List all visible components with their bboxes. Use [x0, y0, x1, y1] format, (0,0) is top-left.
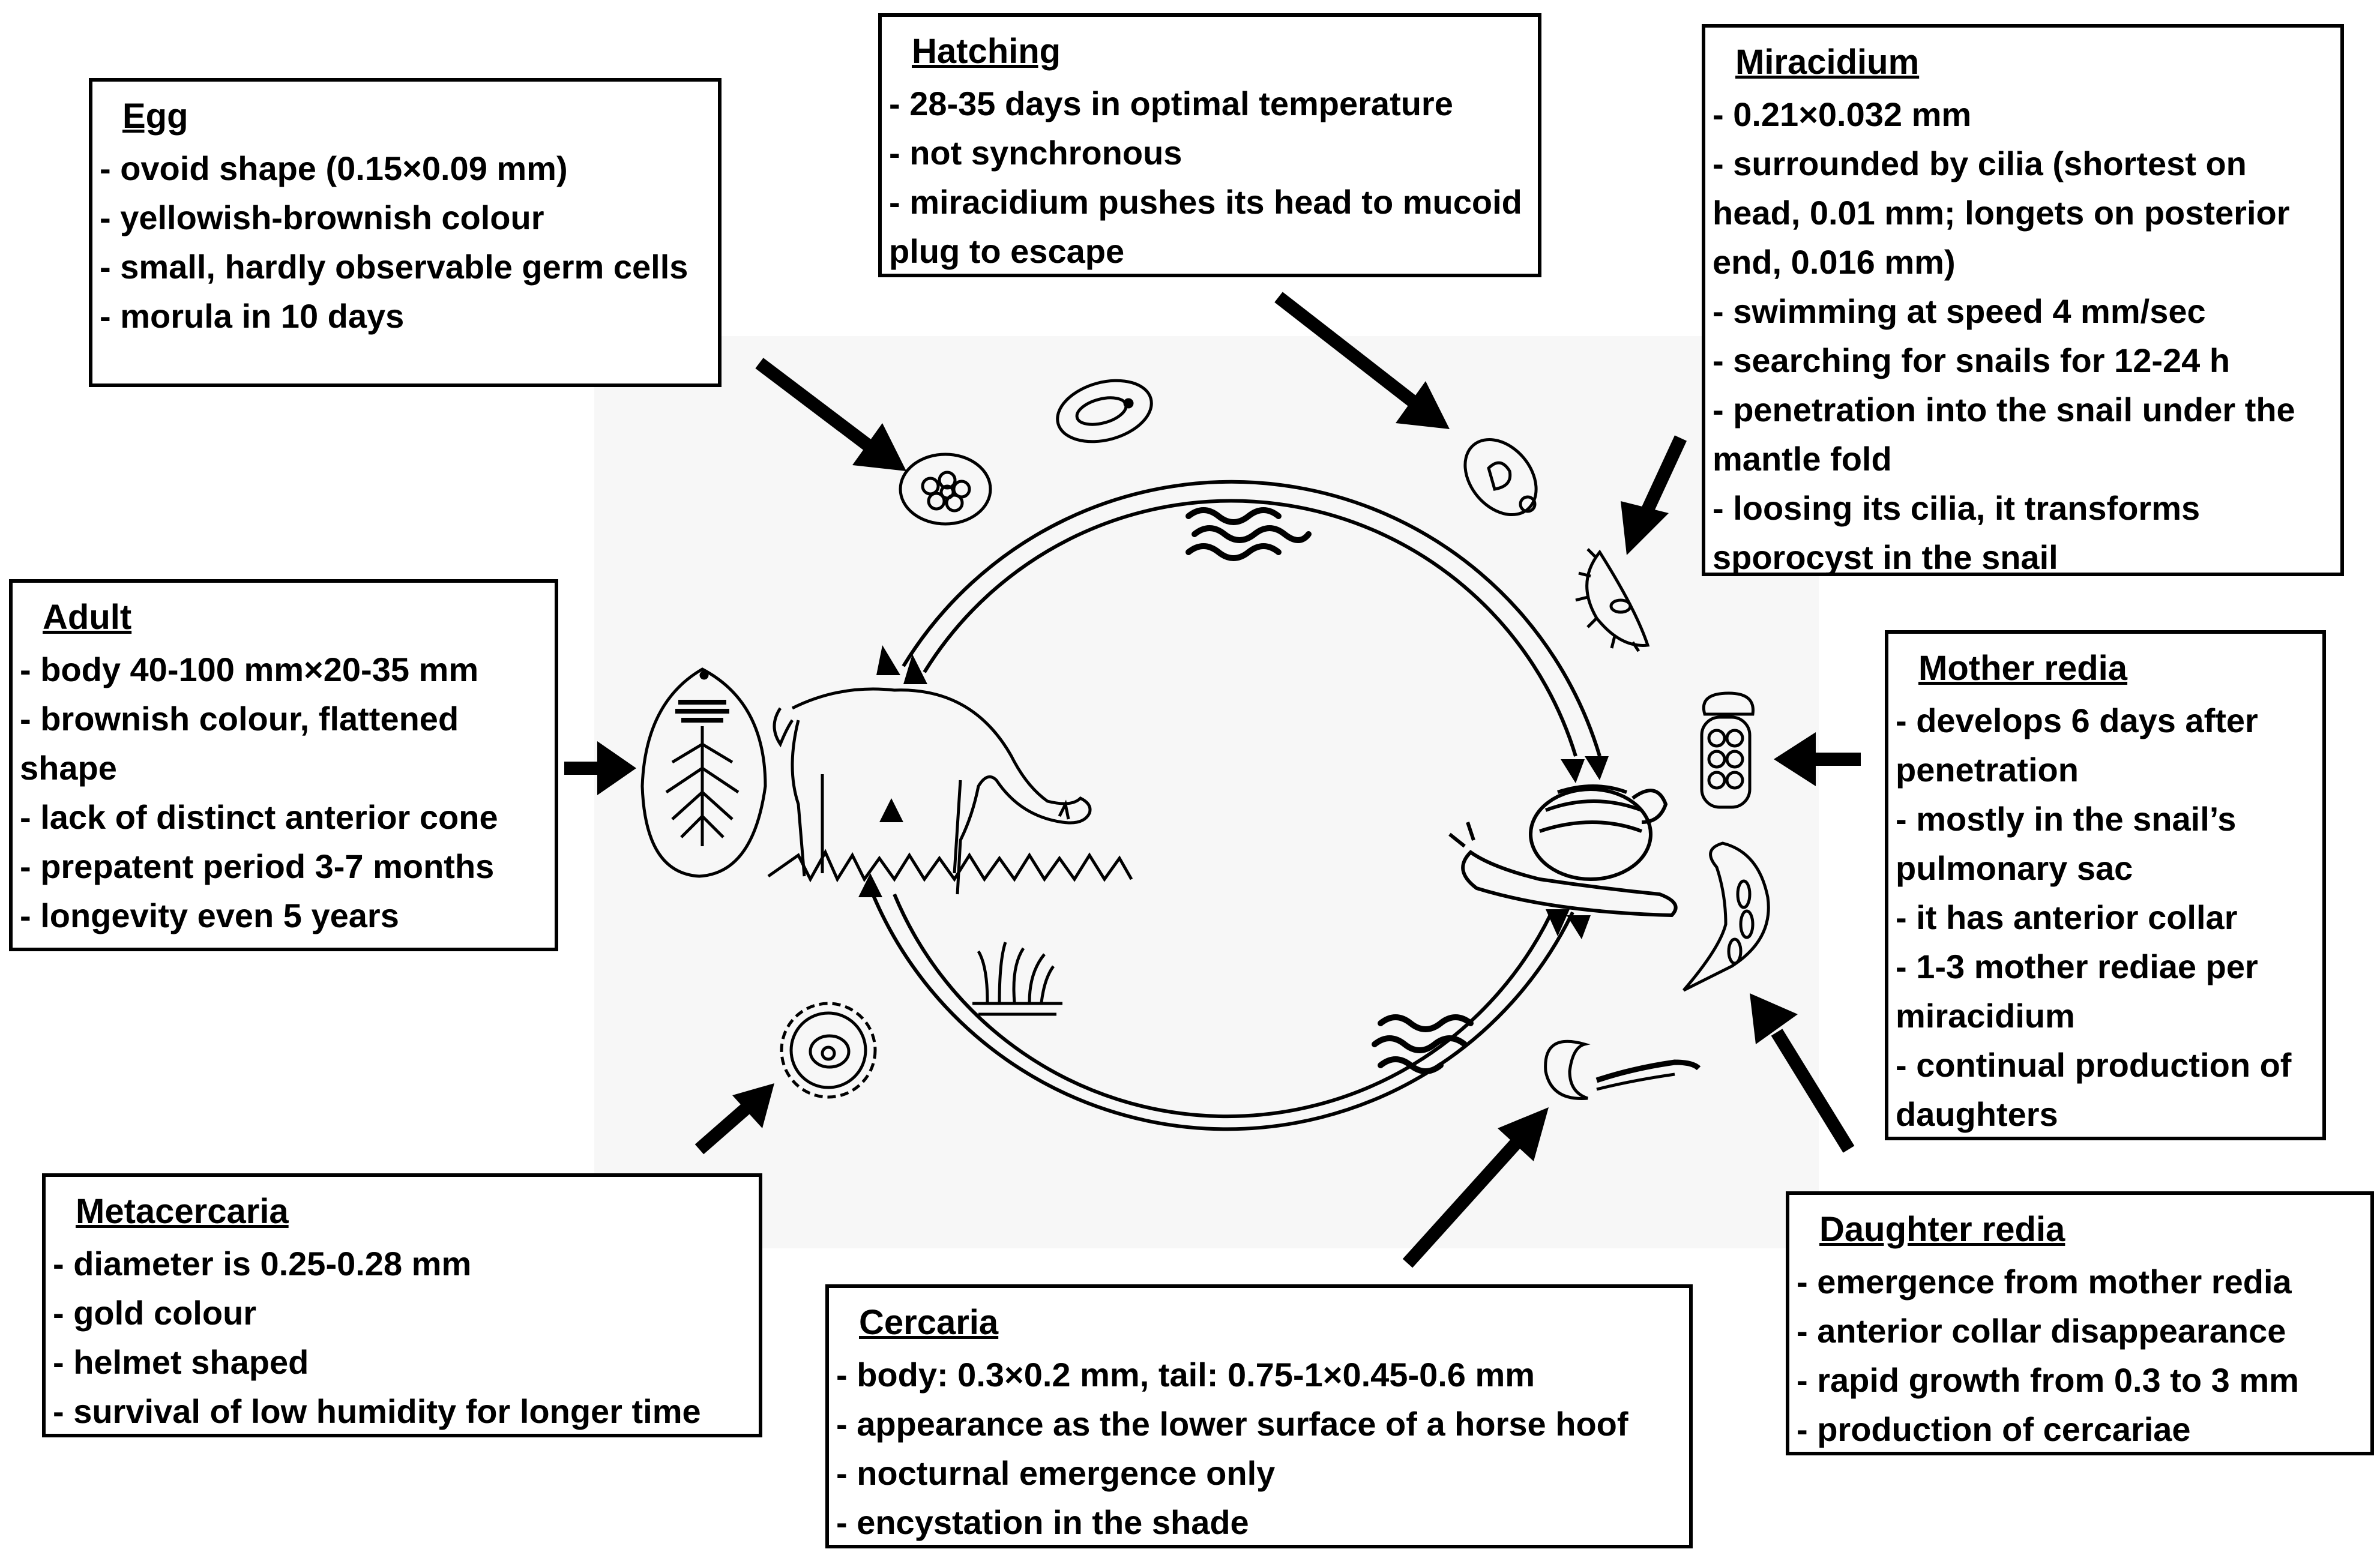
arrow-cercaria — [1402, 1107, 1549, 1268]
grass-icon — [972, 942, 1062, 1016]
miracidium-list: - 0.21×0.032 mm - surrounded by cilia (s… — [1713, 90, 2325, 582]
miracidium-item: - loosing its cilia, it transforms sporo… — [1713, 489, 2201, 576]
grazing-horse-icon — [767, 687, 1133, 895]
cercaria-item: - nocturnal emergence only — [836, 1454, 1276, 1492]
arrow-miracidium — [1621, 435, 1687, 555]
egg-icon — [899, 453, 992, 526]
daughter-redia-list: - emergence from mother redia - anterior… — [1797, 1257, 2355, 1454]
hatching-title: Hatching — [912, 32, 1061, 71]
egg-title: Egg — [122, 97, 188, 136]
adult-item: - body 40-100 mm×20-35 mm — [20, 651, 479, 688]
arrow-egg — [755, 358, 906, 471]
pointer-arrows — [564, 292, 1861, 1268]
egg-item: - morula in 10 days — [100, 297, 405, 335]
miracidium-box: Miracidium - 0.21×0.032 mm - surrounded … — [1702, 24, 2344, 576]
hatching-item: - 28-35 days in optimal temperature — [889, 85, 1453, 122]
mother-redia-item: - 1-3 mother rediae per miracidium — [1896, 948, 2258, 1035]
hatching-item: - miracidium pushes its head to mucoid p… — [889, 183, 1522, 270]
ring-arrowheads — [858, 645, 1609, 939]
cercaria-icon — [1544, 1039, 1701, 1100]
cercaria-list: - body: 0.3×0.2 mm, tail: 0.75-1×0.45-0.… — [836, 1350, 1674, 1547]
hatching-list: - 28-35 days in optimal temperature - no… — [889, 79, 1522, 276]
daughter-redia-icon — [1683, 841, 1770, 992]
mother-redia-item: - mostly in the snail’s pulmonary sac — [1896, 800, 2237, 887]
miracidium-item: - surrounded by cilia (shortest on head,… — [1713, 145, 2290, 281]
hatching-box: Hatching - 28-35 days in optimal tempera… — [878, 13, 1541, 277]
metacercaria-icon — [780, 1002, 877, 1099]
adult-list: - body 40-100 mm×20-35 mm - brownish col… — [20, 645, 539, 940]
miracidium-item: - swimming at speed 4 mm/sec — [1713, 292, 2206, 330]
miracidium-item: - searching for snails for 12-24 h — [1713, 341, 2231, 379]
metacercaria-box: Metacercaria - diameter is 0.25-0.28 mm … — [42, 1173, 762, 1437]
arrow-metacercaria — [694, 1083, 774, 1155]
mother-redia-title: Mother redia — [1918, 649, 2128, 688]
miracidium-item: - 0.21×0.032 mm — [1713, 95, 1972, 133]
egg-box: Egg - ovoid shape (0.15×0.09 mm) - yello… — [89, 78, 722, 387]
daughter-redia-item: - emergence from mother redia — [1797, 1263, 2292, 1301]
arrow-daughter-redia — [1750, 993, 1855, 1153]
egg-item: - yellowish-brownish colour — [100, 199, 544, 236]
cercaria-item: - appearance as the lower surface of a h… — [836, 1405, 1628, 1443]
cycle-ring — [869, 480, 1601, 1131]
cercaria-box: Cercaria - body: 0.3×0.2 mm, tail: 0.75-… — [825, 1284, 1693, 1548]
mother-redia-item: - develops 6 days after penetration — [1896, 702, 2258, 789]
cercaria-item: - body: 0.3×0.2 mm, tail: 0.75-1×0.45-0.… — [836, 1356, 1535, 1394]
mother-redia-item: - continual production of daughters — [1896, 1046, 2292, 1133]
daughter-redia-item: - production of cercariae — [1797, 1410, 2191, 1448]
egg-list: - ovoid shape (0.15×0.09 mm) - yellowish… — [100, 144, 702, 341]
adult-box: Adult - body 40-100 mm×20-35 mm - browni… — [9, 579, 558, 951]
miracidium-title: Miracidium — [1735, 43, 1920, 82]
snail-icon — [1448, 784, 1678, 918]
daughter-redia-title: Daughter redia — [1819, 1210, 2065, 1249]
arrow-adult — [564, 741, 636, 795]
egg-item: - small, hardly observable germ cells — [100, 248, 688, 286]
water-wave-icon — [1185, 507, 1312, 561]
daughter-redia-box: Daughter redia - emergence from mother r… — [1786, 1191, 2374, 1455]
metacercaria-item: - survival of low humidity for longer ti… — [53, 1392, 701, 1430]
metacercaria-title: Metacercaria — [76, 1192, 289, 1231]
arrow-hatching — [1274, 292, 1450, 429]
metacercaria-item: - helmet shaped — [53, 1343, 309, 1381]
diagram-background — [594, 336, 1819, 1248]
metacercaria-list: - diameter is 0.25-0.28 mm - gold colour… — [53, 1239, 743, 1436]
adult-item: - prepatent period 3-7 months — [20, 847, 495, 885]
adult-title: Adult — [43, 598, 132, 637]
hatching-egg-icon — [1056, 379, 1153, 444]
egg-item: - ovoid shape (0.15×0.09 mm) — [100, 149, 568, 187]
metacercaria-item: - gold colour — [53, 1294, 257, 1332]
cercaria-title: Cercaria — [859, 1303, 999, 1342]
adult-item: - brownish colour, flattened shape — [20, 700, 459, 787]
miracidium-egg-icon — [1463, 438, 1538, 517]
mother-redia-icon — [1700, 691, 1755, 809]
adult-item: - lack of distinct anterior cone — [20, 798, 498, 836]
water-wave-lower-icon — [1372, 1014, 1474, 1074]
adult-fluke-icon — [640, 667, 767, 878]
metacercaria-item: - diameter is 0.25-0.28 mm — [53, 1245, 472, 1283]
mother-redia-list: - develops 6 days after penetration - mo… — [1896, 696, 2307, 1139]
daughter-redia-item: - anterior collar disappearance — [1797, 1312, 2286, 1350]
miracidium-item: - penetration into the snail under the m… — [1713, 391, 2295, 478]
arrow-mother-redia — [1774, 732, 1861, 786]
miracidium-icon — [1575, 548, 1650, 652]
hatching-item: - not synchronous — [889, 134, 1182, 172]
daughter-redia-item: - rapid growth from 0.3 to 3 mm — [1797, 1361, 2299, 1399]
adult-item: - longevity even 5 years — [20, 897, 399, 934]
cercaria-item: - encystation in the shade — [836, 1503, 1249, 1541]
mother-redia-box: Mother redia - develops 6 days after pen… — [1885, 630, 2326, 1140]
mother-redia-item: - it has anterior collar — [1896, 898, 2238, 936]
